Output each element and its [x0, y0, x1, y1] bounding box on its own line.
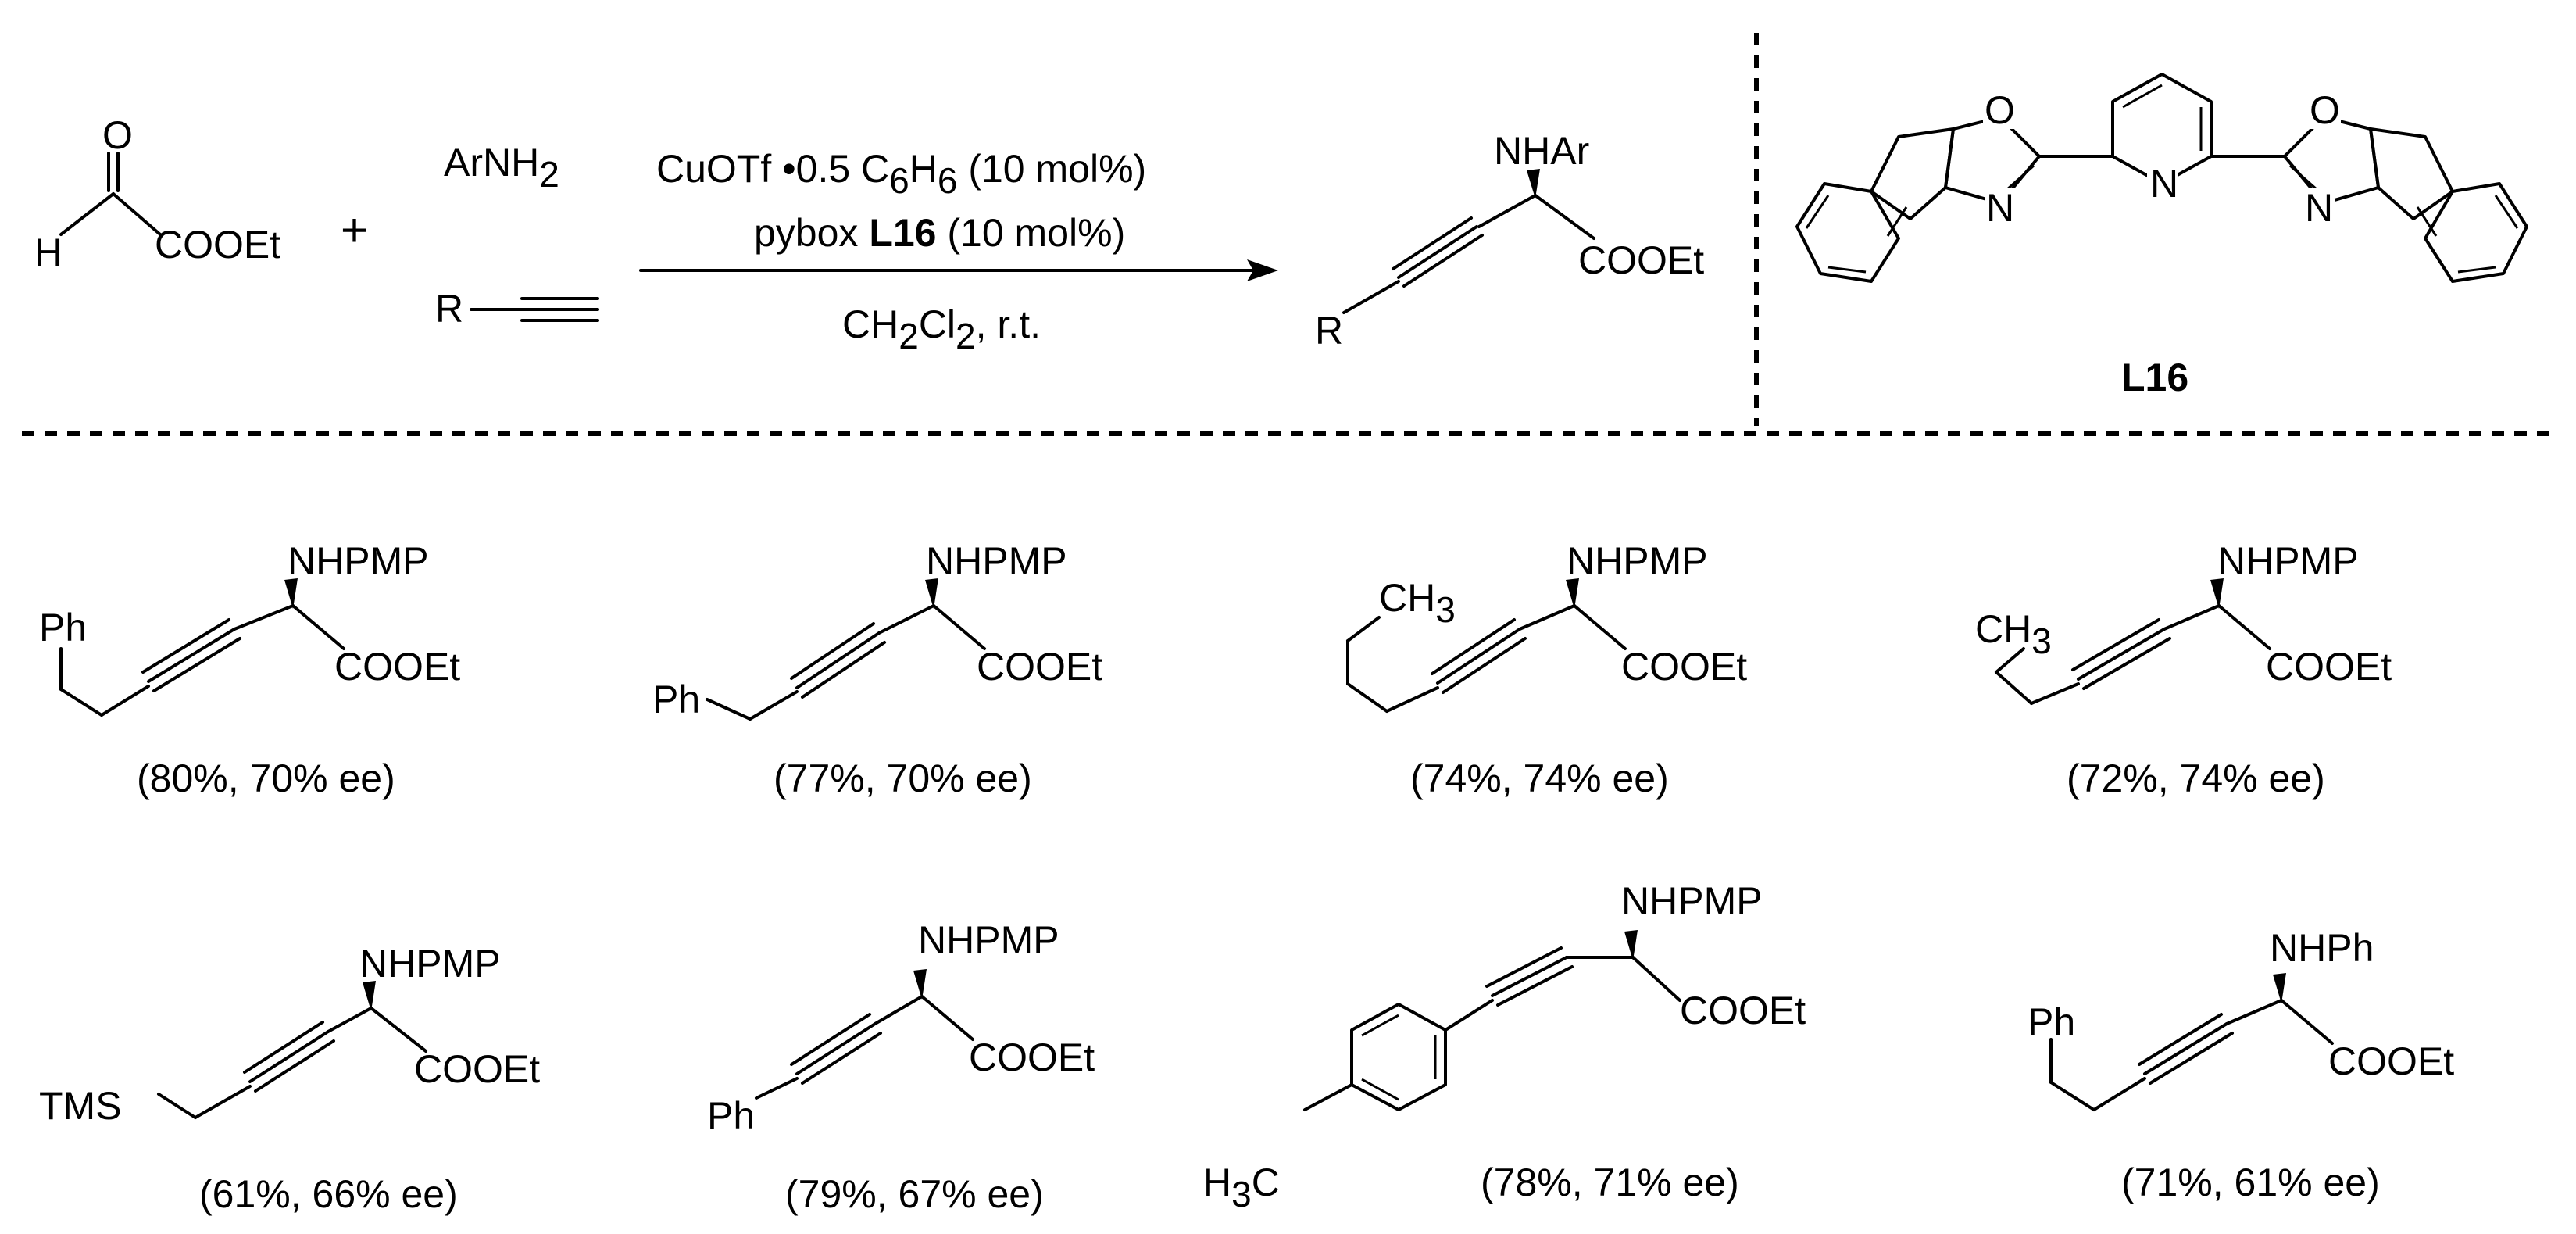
product-3-ester: COOEt	[1621, 645, 1747, 689]
left-oxazoline-nitrogen-label: N	[1986, 186, 2014, 230]
product-ester-label: COOEt	[1578, 238, 1704, 282]
ligand-l16-structure: N O N O N L16	[1795, 73, 2528, 399]
product-4-substituent: CH3	[1975, 607, 2052, 661]
catalyst-conditions: CuOTf •0.5 C6H6 (10 mol%)	[656, 147, 1146, 201]
product-6-ester: COOEt	[969, 1035, 1095, 1079]
product-amine-label: NHAr	[1494, 129, 1589, 173]
product-3-substituent: CH3	[1379, 576, 1456, 630]
product-8-substituent: Ph	[2028, 1000, 2075, 1044]
alkyne-reactant-structure: R	[435, 287, 599, 331]
product-1-substituent: Ph	[39, 606, 87, 649]
product-3-yield: (74%, 74% ee)	[1410, 756, 1669, 800]
alkyne-r-label: R	[435, 287, 463, 331]
product-4-yield: (72%, 74% ee)	[2067, 756, 2325, 800]
product-5-ester: COOEt	[414, 1047, 540, 1091]
product-6-structure: Ph NHPMP COOEt (79%, 67% ee)	[707, 918, 1095, 1216]
product-7-yield: (78%, 71% ee)	[1481, 1161, 1739, 1204]
product-8-structure: Ph NHPh COOEt (71%, 61% ee)	[2028, 926, 2454, 1204]
product-3-structure: CH3 NHPMP COOEt (74%, 74% ee)	[1346, 539, 1747, 800]
product-4-amine: NHPMP	[2217, 539, 2359, 583]
product-7-ester: COOEt	[1680, 989, 1806, 1032]
amine-reactant-label: ArNH2	[444, 141, 559, 195]
aldehyde-hydrogen-label: H	[34, 231, 63, 274]
product-5-substituent: TMS	[39, 1084, 122, 1128]
product-6-amine: NHPMP	[918, 918, 1059, 962]
product-7-substituent: H3C	[1203, 1161, 1280, 1214]
glyoxylate-structure: O H COOEt	[34, 113, 280, 274]
product-7-amine: NHPMP	[1621, 879, 1763, 923]
product-2-yield: (77%, 70% ee)	[774, 756, 1032, 800]
aldehyde-oxygen-label: O	[102, 113, 133, 157]
product-4-ester: COOEt	[2266, 645, 2392, 689]
right-oxazoline-oxygen-label: O	[2310, 88, 2340, 132]
product-4-structure: CH3 NHPMP COOEt (72%, 74% ee)	[1975, 539, 2392, 800]
product-3-amine: NHPMP	[1567, 539, 1708, 583]
product-2-substituent: Ph	[652, 678, 700, 721]
product-r-label: R	[1315, 309, 1343, 352]
pyridine-nitrogen-label: N	[2150, 162, 2178, 206]
ligand-conditions: pybox L16 (10 mol%)	[754, 211, 1125, 255]
product-6-yield: (79%, 67% ee)	[785, 1172, 1044, 1216]
left-oxazoline-oxygen-label: O	[1985, 88, 2015, 132]
product-1-amine: NHPMP	[288, 539, 429, 583]
product-8-ester: COOEt	[2328, 1039, 2454, 1083]
product-7-structure: H3C NHPMP COOEt (78%, 71% ee)	[1203, 879, 1806, 1214]
product-1-yield: (80%, 70% ee)	[137, 756, 395, 800]
reaction-arrowhead	[1247, 259, 1278, 281]
right-oxazoline-nitrogen-label: N	[2305, 186, 2333, 230]
aldehyde-ester-label: COOEt	[155, 223, 280, 266]
product-5-structure: TMS NHPMP COOEt (61%, 66% ee)	[39, 942, 540, 1216]
product-8-yield: (71%, 61% ee)	[2121, 1161, 2380, 1204]
product-2-structure: Ph NHPMP COOEt (77%, 70% ee)	[652, 539, 1102, 800]
product-5-yield: (61%, 66% ee)	[199, 1172, 458, 1216]
solvent-conditions: CH2Cl2, r.t.	[842, 302, 1041, 356]
plus-sign: +	[341, 204, 368, 256]
ligand-l16-label: L16	[2121, 356, 2188, 399]
product-2-amine: NHPMP	[926, 539, 1067, 583]
product-6-substituent: Ph	[707, 1094, 755, 1138]
product-5-amine: NHPMP	[359, 942, 501, 985]
product-2-ester: COOEt	[977, 645, 1102, 689]
generic-product-structure: NHAr COOEt R	[1315, 129, 1704, 352]
product-1-structure: Ph NHPMP COOEt (80%, 70% ee)	[39, 539, 460, 800]
product-1-ester: COOEt	[334, 645, 460, 689]
product-8-amine: NHPh	[2270, 926, 2374, 970]
